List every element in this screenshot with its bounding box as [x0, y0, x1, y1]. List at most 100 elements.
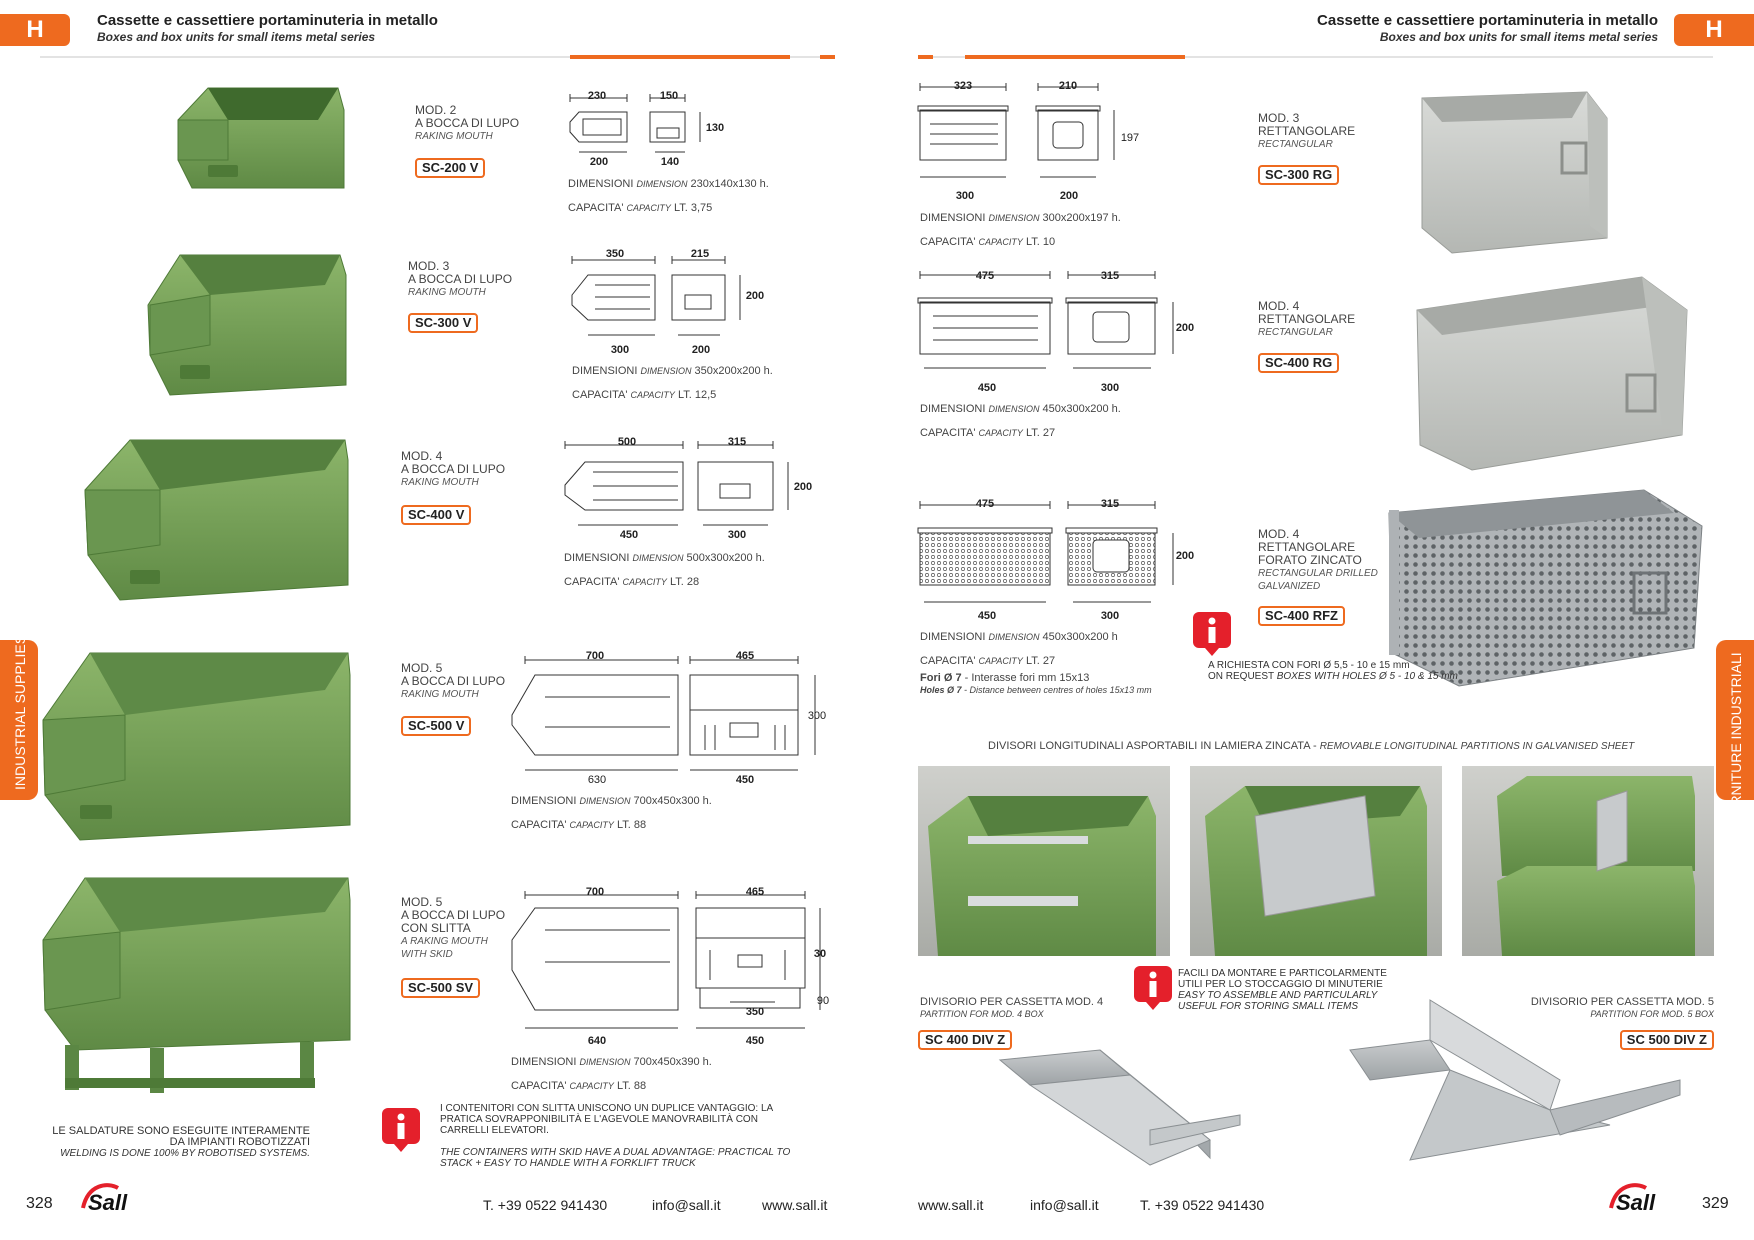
right-product-2-dim-e: 300: [1100, 382, 1120, 394]
partition-photo-2: [1190, 766, 1442, 956]
product-3-capacity: CAPACITA' CAPACITY LT. 28: [564, 576, 700, 588]
product-5-dim-d: 90: [816, 995, 830, 1007]
skid-note: I CONTENITORI CON SLITTA UNISCONO UN DUP…: [440, 1103, 791, 1169]
product-2-drawing-right: [917, 271, 1174, 369]
partition-photo-3-box: [1497, 776, 1695, 956]
header-accent-left: [570, 55, 790, 59]
product-5-dim-g: 450: [745, 1035, 765, 1047]
product-2-dimension: DIMENSIONI DIMENSION 350x200x200 h.: [572, 365, 773, 377]
partition-left-code: SC 400 DIV Z: [918, 1030, 1013, 1050]
product-2-dim-d: 300: [610, 344, 630, 356]
right-product-2-capacity: CAPACITA' CAPACITY LT. 27: [920, 427, 1056, 439]
right-product-1-dim-e: 200: [1059, 190, 1079, 202]
product-4-dimension: DIMENSIONI DIMENSION 700x450x300 h.: [511, 795, 712, 807]
right-product-1-dim-c: 197: [1120, 132, 1140, 144]
header-subtitle-left: Boxes and box units for small items meta…: [97, 30, 376, 44]
product-1-dim-a: 230: [587, 90, 607, 102]
product-5-capacity: CAPACITA' CAPACITY LT. 88: [511, 1080, 647, 1092]
product-2-drawing: [571, 256, 741, 336]
footer-phone-left[interactable]: T. +39 0522 941430: [483, 1197, 608, 1213]
footer-email-right[interactable]: info@sall.it: [1030, 1197, 1099, 1213]
sall-logo-right: Sall: [1609, 1183, 1656, 1215]
product-4-dim-e: 450: [735, 774, 755, 786]
side-tab-right: [1716, 640, 1754, 800]
right-product-3-code: SC-400 RFZ: [1258, 606, 1345, 626]
product-2-dim-b: 215: [690, 248, 710, 260]
product-4-dim-a: 700: [585, 650, 605, 662]
product-1-code: SC-200 V: [415, 158, 486, 178]
right-product-1-mod: MOD. 3 RETTANGOLARE RECTANGULAR: [1258, 111, 1356, 151]
holes-spec-it: Fori Ø 7 - Interasse fori mm 15x13: [920, 672, 1090, 684]
right-product-3-dimension: DIMENSIONI DIMENSION 450x300x200 h: [920, 631, 1118, 643]
product-photo-sc-500-v: [42, 652, 351, 841]
footer-web-right[interactable]: www.sall.it: [918, 1197, 984, 1213]
partition-photo-1-box: [928, 796, 1156, 956]
product-1-drawing: [569, 94, 701, 153]
product-5-dim-e: 350: [745, 1006, 765, 1018]
side-tab-left-label: INDUSTRIAL SUPPLIES: [12, 634, 28, 790]
welding-note: LE SALDATURE SONO ESEGUITE INTERAMENTE D…: [52, 1125, 310, 1160]
info-icon-request: [1193, 612, 1231, 656]
product-3-dim-b: 315: [727, 436, 747, 448]
product-5-dim-c: 30: [813, 948, 827, 960]
partitions-heading: DIVISORI LONGITUDINALI ASPORTABILI IN LA…: [988, 740, 1635, 752]
product-2-capacity: CAPACITA' CAPACITY LT. 12,5: [572, 389, 717, 401]
product-3-dim-d: 450: [619, 529, 639, 541]
partition-left-label: DIVISORIO PER CASSETTA MOD. 4 PARTITION …: [920, 996, 1104, 1019]
right-product-2-dimension: DIMENSIONI DIMENSION 450x300x200 h.: [920, 403, 1121, 415]
header-accent-right-small: [918, 55, 933, 59]
product-1-mod: MOD. 2 A BOCCA DI LUPO RAKING MOUTH: [415, 103, 520, 143]
product-photo-sc-200-v: [177, 87, 345, 189]
right-product-3-dim-c: 200: [1175, 550, 1195, 562]
footer-phone-right[interactable]: T. +39 0522 941430: [1140, 1197, 1265, 1213]
header-rule-left: [40, 56, 835, 58]
product-photo-sc-300-v: [147, 254, 347, 396]
partition-photo-2-box: [1205, 786, 1427, 956]
header-accent-right: [965, 55, 1185, 59]
partition-mod-4-image: [998, 1049, 1241, 1166]
right-product-2-mod: MOD. 4 RETTANGOLARE RECTANGULAR: [1258, 299, 1356, 339]
product-3-dim-c: 200: [793, 481, 813, 493]
product-photo-sc-400-v: [84, 439, 349, 601]
product-5-code: SC-500 SV: [401, 978, 481, 998]
product-1-drawing-right: [917, 83, 1115, 178]
product-5-dimension: DIMENSIONI DIMENSION 700x450x390 h.: [511, 1056, 712, 1068]
partition-mod-5-image: [1349, 999, 1681, 1161]
sall-logo-left: Sall: [81, 1183, 128, 1215]
right-product-3-dim-e: 300: [1100, 610, 1120, 622]
section-tab-right: H: [1674, 14, 1754, 46]
svg-text:Sall: Sall: [1616, 1190, 1656, 1215]
product-5-dim-f: 640: [587, 1035, 607, 1047]
right-product-3-capacity: CAPACITA' CAPACITY LT. 27: [920, 655, 1056, 667]
partition-right-label: DIVISORIO PER CASSETTA MOD. 5 PARTITION …: [1530, 996, 1714, 1019]
right-product-2-dim-d: 450: [977, 382, 997, 394]
product-2-dim-e: 200: [691, 344, 711, 356]
holes-spec-en: Holes Ø 7 - Distance between centres of …: [920, 685, 1152, 695]
product-5-mod: MOD. 5 A BOCCA DI LUPO CON SLITTA A RAKI…: [401, 895, 506, 961]
footer-email-left[interactable]: info@sall.it: [652, 1197, 721, 1213]
product-2-dim-c: 200: [745, 290, 765, 302]
side-tab-left: [0, 640, 38, 800]
product-4-drawing: [511, 656, 816, 771]
product-4-capacity: CAPACITA' CAPACITY LT. 88: [511, 819, 647, 831]
product-4-dim-c: 300: [807, 710, 827, 722]
header-subtitle-right: Boxes and box units for small items meta…: [1379, 30, 1658, 44]
right-product-1-capacity: CAPACITA' CAPACITY LT. 10: [920, 236, 1056, 248]
partition-photo-3: [1462, 766, 1714, 956]
request-note: A RICHIESTA CON FORI Ø 5,5 - 10 e 15 mm …: [1208, 660, 1458, 682]
product-3-dimension: DIMENSIONI DIMENSION 500x300x200 h.: [564, 552, 765, 564]
partition-photo-1: [918, 766, 1170, 956]
right-product-1-dimension: DIMENSIONI DIMENSION 300x200x197 h.: [920, 212, 1121, 224]
right-product-3-dim-a: 475: [975, 498, 995, 510]
info-icon-skid: [382, 1108, 420, 1152]
right-product-3-dim-b: 315: [1100, 498, 1120, 510]
footer-web-left[interactable]: www.sall.it: [762, 1197, 828, 1213]
right-product-1-code: SC-300 RG: [1258, 165, 1340, 185]
product-4-dim-b: 465: [735, 650, 755, 662]
header-title-left: Cassette e cassettiere portaminuteria in…: [97, 12, 438, 29]
product-4-dim-d: 630: [587, 774, 607, 786]
product-photo-sc-300-rg: [1421, 91, 1608, 254]
product-5-dim-a: 700: [585, 886, 605, 898]
right-product-1-dim-b: 210: [1058, 80, 1078, 92]
partition-right-code: SC 500 DIV Z: [1619, 1030, 1714, 1050]
